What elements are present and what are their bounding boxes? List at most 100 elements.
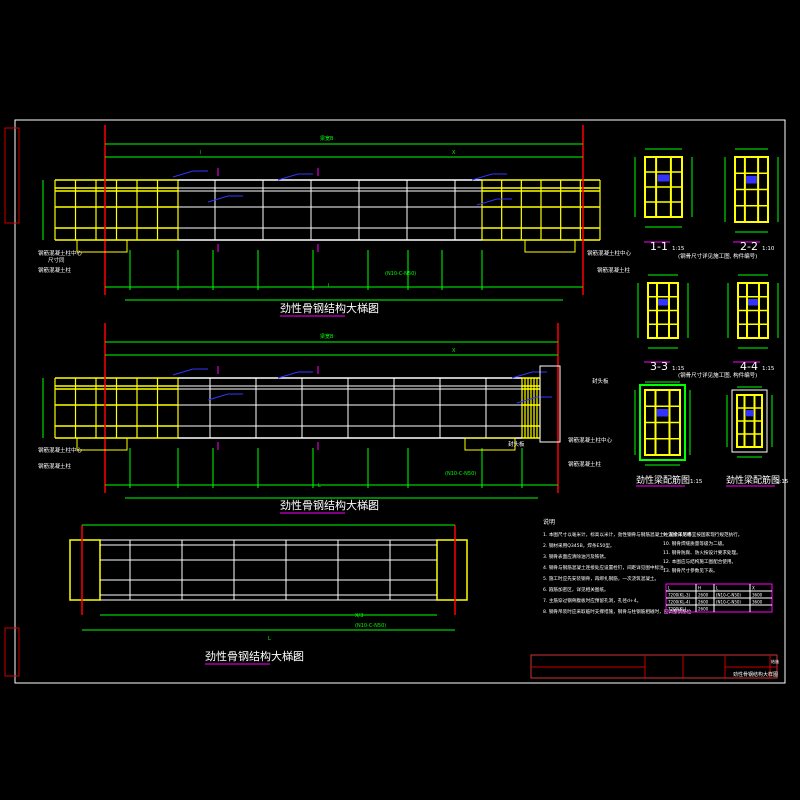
- column-cap: [76, 239, 128, 253]
- seal-plate: [539, 365, 561, 443]
- note-item: 12. 本图应与结构施工图配合使用。: [663, 558, 736, 565]
- seal-plate-label: 封头板: [508, 440, 525, 448]
- note-item: 3. 钢骨表面应清除油污及铁锈。: [543, 553, 609, 560]
- callout-leader: [277, 173, 299, 181]
- table-cell: 2600: [698, 607, 709, 612]
- callout-leader: [516, 396, 538, 404]
- callout-leader: [277, 371, 299, 379]
- column-cap: [76, 437, 128, 451]
- section-note-1: (钢骨尺寸详见施工图, 构件编号): [678, 252, 757, 260]
- callout-leader: [471, 173, 493, 181]
- note-item: 4. 钢骨与钢筋混凝土连接处应设置栓钉，间距详见图中标注。: [543, 564, 668, 571]
- note-item: 5. 施工时应先安装钢骨，再绑扎钢筋，一次浇筑混凝土。: [543, 575, 659, 582]
- section-3-3-label: 3-3: [650, 360, 668, 373]
- dim-l-1: l: [200, 150, 201, 156]
- section-note-2: (钢骨尺寸详见施工图, 构件编号): [678, 371, 757, 379]
- col-bottom-label-right: 钢筋混凝土柱: [597, 266, 631, 274]
- beam-section-1-scale: 1:15: [690, 479, 703, 485]
- note-item: 7. 主筋穿过钢骨腹板时应预留孔洞，孔径d+4。: [543, 597, 641, 604]
- table-header: X: [752, 586, 755, 591]
- binding-strip-top: [4, 127, 20, 224]
- beam-section-2-scale: 1:15: [776, 479, 789, 485]
- col-top-label-right-2: 钢筋混凝土柱中心: [568, 436, 613, 444]
- note-item: 2. 钢材采用Q345B，焊条E50型。: [543, 542, 614, 549]
- elevation-3-scale: 1:15: [285, 656, 298, 662]
- section-2-2-scale: 1:10: [762, 246, 775, 252]
- rebar-callout: [656, 409, 669, 417]
- notes-title: 说明: [543, 518, 555, 526]
- rebar-callout: [745, 410, 754, 417]
- table-cell: (N10-C-N50): [716, 593, 741, 598]
- column-cap: [524, 239, 576, 253]
- rebar-callout: [658, 299, 668, 306]
- title-block-sheet: 结施: [771, 658, 779, 664]
- elevation-1-scale: 1:15: [360, 308, 373, 314]
- table-cell: 7200(KL): [668, 607, 687, 612]
- callout-leader: [207, 195, 229, 203]
- dim-top-2: 梁宽B: [320, 333, 334, 340]
- elevation-3-title: 劲性骨钢结构大样图: [205, 649, 304, 663]
- dim-center-2: (N10-C-N50): [445, 471, 476, 477]
- dim-x-1: X: [452, 150, 456, 156]
- table-cell: (N10-C-N50): [716, 600, 741, 605]
- dim-L-3: L: [268, 636, 271, 642]
- dim-center-1: (N10-C-N50): [385, 271, 416, 277]
- col-bottom-label-left: 钢筋混凝土柱: [38, 266, 72, 274]
- table-cell: 2600: [698, 593, 709, 598]
- section-4-4-scale: 1:15: [762, 366, 775, 372]
- end-plate-right: [436, 539, 468, 601]
- note-item: 6. 箍筋加密区，详见相关图纸。: [543, 586, 609, 593]
- table-header: L: [716, 586, 719, 591]
- col-top-label-left: 钢筋混凝土柱中心: [38, 249, 83, 257]
- section-2-2-label: 2-2: [740, 240, 758, 253]
- dim-x-2: X: [452, 348, 456, 354]
- col-top2-label-left: 尺寸同: [48, 256, 65, 264]
- table-cell: 7200(KL-4): [668, 600, 691, 605]
- section-3-3-scale: 1:15: [672, 366, 685, 372]
- notes-block: 说明 1. 本图尺寸以毫米计，标高以米计，劲性钢骨与钢筋混凝土柱连接详见结 2. …: [543, 518, 742, 615]
- table-header: L: [668, 586, 671, 591]
- rebar-callout: [748, 299, 758, 306]
- dim-center-3: (N10-C-N50): [355, 623, 386, 629]
- note-item: 10. 钢骨焊缝质量等级为二级。: [663, 540, 727, 547]
- col-top-label-right: 钢筋混凝土柱中心: [587, 249, 632, 257]
- seal-plate-label-2: 封头板: [592, 377, 609, 385]
- outer-frame: [14, 119, 786, 684]
- col-bottom-label-right-2: 钢筋混凝土柱: [568, 460, 602, 468]
- title-block-drawing-name: 劲性骨钢结构大样图: [733, 671, 778, 678]
- table-cell: 2600: [698, 600, 709, 605]
- column-cap: [464, 437, 516, 451]
- rebar-callout: [746, 176, 757, 184]
- callout-leader: [476, 198, 498, 206]
- elevation-1-title: 劲性骨钢结构大样图: [280, 301, 379, 315]
- dim-third-3: X/3: [355, 613, 363, 619]
- callout-leader: [172, 368, 194, 376]
- callout-leader: [207, 393, 229, 401]
- note-item: 1. 本图尺寸以毫米计，标高以米计，劲性钢骨与钢筋混凝土柱连接详见结: [543, 531, 692, 538]
- end-plate-left: [69, 539, 101, 601]
- binding-strip-bottom: [4, 627, 20, 677]
- beam-section-1: [639, 384, 686, 461]
- note-item: 11. 钢骨防腐、防火按设计要求处理。: [663, 549, 741, 556]
- dim-top-1: 梁宽B: [320, 135, 334, 142]
- table-cell: 7200(KL-3): [668, 593, 691, 598]
- beam-section-2-label: 劲性梁配筋图: [726, 474, 780, 486]
- note-item: 9. 其余未尽事宜按国家现行规范执行。: [663, 531, 742, 538]
- table-cell: 3600: [752, 600, 763, 605]
- col-bottom-label-left-2: 钢筋混凝土柱: [38, 462, 72, 470]
- callout-leader: [511, 371, 533, 379]
- table-cell: 3600: [752, 593, 763, 598]
- callout-leader: [172, 170, 194, 178]
- elevation-2-scale: 1:15: [360, 505, 373, 511]
- section-4-4-label: 4-4: [740, 360, 758, 373]
- elevation-2-title: 劲性骨钢结构大样图: [280, 498, 379, 512]
- section-1-1-label: 1-1: [650, 240, 668, 253]
- dim-L-1: L: [328, 283, 331, 289]
- note-item: 8. 钢骨吊装时应采取临时支撑措施，钢骨与柱钢筋相碰时，应调整钢筋位: [543, 608, 692, 615]
- dim-L-2: L: [318, 483, 321, 489]
- note-item: 13. 钢骨尺寸参数见下表。: [663, 567, 718, 574]
- beam-section-2: [731, 389, 768, 453]
- rebar-callout: [657, 174, 670, 182]
